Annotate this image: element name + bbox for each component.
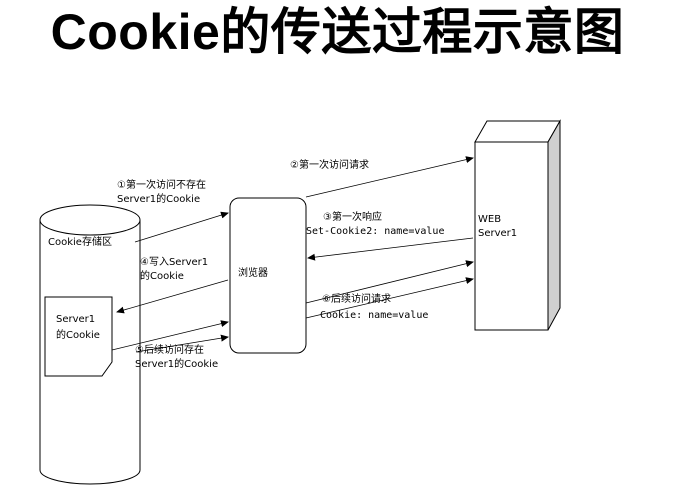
arrow-step1: [134, 211, 229, 243]
arrow-step5a: [111, 320, 229, 351]
arrow-step6b: [305, 277, 474, 319]
step4-label-line1: ④写入Server1: [140, 256, 208, 268]
cookie-store-cylinder: [39, 204, 141, 485]
step5-label-line2: Server1的Cookie: [135, 357, 218, 370]
diagram-title: Cookie的传送过程示意图: [50, 4, 625, 60]
step5-label-line1: ⑤后续访问存在: [135, 343, 204, 356]
step6-label-line2: Cookie: name=value: [320, 310, 428, 321]
arrow-step6a: [305, 260, 474, 304]
step6-label-line1: ⑥后续访问请求: [322, 292, 391, 305]
step4-label-line2: 的Cookie: [140, 269, 184, 282]
arrow-step5b: [135, 334, 229, 353]
cookie-store-label: Cookie存储区: [48, 235, 112, 248]
arrow-step3: [307, 237, 474, 261]
server1-cookie-label-line1: Server1: [56, 314, 95, 325]
server1-cookie-document: [44, 296, 113, 377]
step3-label-line2: Set-Cookie2: name=value: [306, 226, 444, 237]
arrow-step4: [116, 279, 229, 314]
step3-label-line1: ③第一次响应: [323, 210, 382, 223]
step2-label: ②第一次访问请求: [290, 158, 369, 171]
browser-box: [229, 197, 307, 354]
web-server-box: [474, 119, 561, 331]
web-server-label-line1: WEB: [478, 214, 501, 225]
server1-cookie-label-line2: 的Cookie: [56, 328, 100, 341]
browser-label: 浏览器: [238, 266, 268, 279]
step1-label-line1: ①第一次访问不存在: [117, 178, 206, 191]
step1-label-line2: Server1的Cookie: [117, 192, 200, 205]
arrow-step2: [305, 156, 474, 198]
web-server-label-line2: Server1: [478, 228, 517, 239]
